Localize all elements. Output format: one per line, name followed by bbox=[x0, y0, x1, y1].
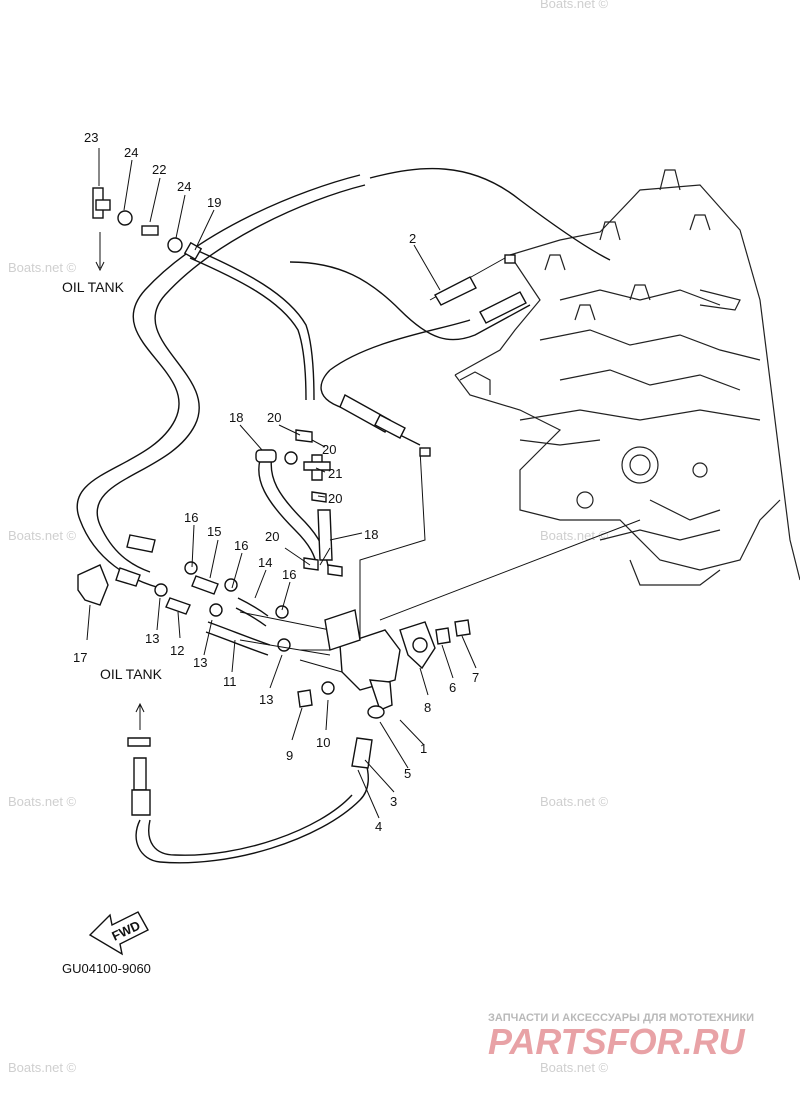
callout-14: 14 bbox=[258, 555, 272, 570]
callout-13: 13 bbox=[259, 692, 273, 707]
brand-tagline: ЗАПЧАСТИ И АКСЕССУАРЫ ДЛЯ МОТОТЕХНИКИ bbox=[488, 1012, 754, 1024]
callout-1: 1 bbox=[420, 741, 427, 756]
callout-19: 19 bbox=[207, 195, 221, 210]
left-parts bbox=[115, 534, 331, 656]
callout-16: 16 bbox=[184, 510, 198, 525]
callout-22: 22 bbox=[152, 162, 166, 177]
brand-logo: ЗАПЧАСТИ И АКСЕССУАРЫ ДЛЯ МОТОТЕХНИКИ PA… bbox=[488, 1012, 754, 1062]
callout-15: 15 bbox=[207, 524, 221, 539]
oil-tank-label-top: OIL TANK bbox=[62, 279, 125, 295]
callout-labels: 23 24 22 24 19 2 18 20 20 21 20 18 20 16… bbox=[73, 130, 479, 834]
callout-20: 20 bbox=[267, 410, 281, 425]
callout-23: 23 bbox=[84, 130, 98, 145]
watermarks: Boats.net © Boats.net © Boats.net © Boat… bbox=[8, 0, 609, 1075]
callout-7: 7 bbox=[472, 670, 479, 685]
callout-12: 12 bbox=[170, 643, 184, 658]
callout-24: 24 bbox=[124, 145, 138, 160]
cable-2-adjusters bbox=[339, 254, 527, 457]
callout-18: 18 bbox=[364, 527, 378, 542]
callout-4: 4 bbox=[375, 819, 382, 834]
callout-20: 20 bbox=[322, 442, 336, 457]
oil-tank-label-bottom: OIL TANK bbox=[100, 666, 163, 682]
part-17 bbox=[77, 564, 109, 606]
brand-logo-text: PARTSFOR.RU bbox=[488, 1021, 746, 1062]
watermark: Boats.net © bbox=[540, 1060, 609, 1075]
middle-parts bbox=[255, 429, 343, 577]
fwd-arrow-icon: FWD bbox=[88, 911, 149, 956]
callout-2: 2 bbox=[409, 231, 416, 246]
leader-lines bbox=[86, 148, 477, 819]
bolt-22 bbox=[141, 225, 159, 236]
callout-6: 6 bbox=[449, 680, 456, 695]
engine-block bbox=[454, 169, 800, 586]
hose-19 bbox=[189, 257, 307, 401]
callout-3: 3 bbox=[390, 794, 397, 809]
callout-16: 16 bbox=[282, 567, 296, 582]
clamp-24 bbox=[117, 210, 133, 226]
callout-13: 13 bbox=[193, 655, 207, 670]
callout-20: 20 bbox=[328, 491, 342, 506]
callout-24: 24 bbox=[177, 179, 191, 194]
watermark: Boats.net © bbox=[540, 528, 609, 543]
bottom-fittings bbox=[127, 702, 151, 816]
cable-2 bbox=[289, 261, 531, 341]
cables bbox=[76, 167, 641, 864]
callout-13: 13 bbox=[145, 631, 159, 646]
callout-17: 17 bbox=[73, 650, 87, 665]
callout-21: 21 bbox=[328, 466, 342, 481]
callout-9: 9 bbox=[286, 748, 293, 763]
watermark: Boats.net © bbox=[8, 1060, 77, 1075]
top-fittings bbox=[92, 187, 203, 272]
watermark: Boats.net © bbox=[8, 260, 77, 275]
callout-18: 18 bbox=[229, 410, 243, 425]
clamp-24b bbox=[167, 237, 183, 253]
watermark: Boats.net © bbox=[8, 528, 77, 543]
callout-10: 10 bbox=[316, 735, 330, 750]
callout-20: 20 bbox=[265, 529, 279, 544]
watermark: Boats.net © bbox=[540, 794, 609, 809]
callout-8: 8 bbox=[424, 700, 431, 715]
feed-hose-loop bbox=[76, 174, 361, 589]
pump-assembly bbox=[297, 609, 471, 769]
watermark: Boats.net © bbox=[8, 794, 77, 809]
callout-16: 16 bbox=[234, 538, 248, 553]
callout-5: 5 bbox=[404, 766, 411, 781]
watermark: Boats.net © bbox=[540, 0, 609, 11]
diagram-code: GU04100-9060 bbox=[62, 961, 151, 976]
callout-11: 11 bbox=[223, 674, 237, 689]
